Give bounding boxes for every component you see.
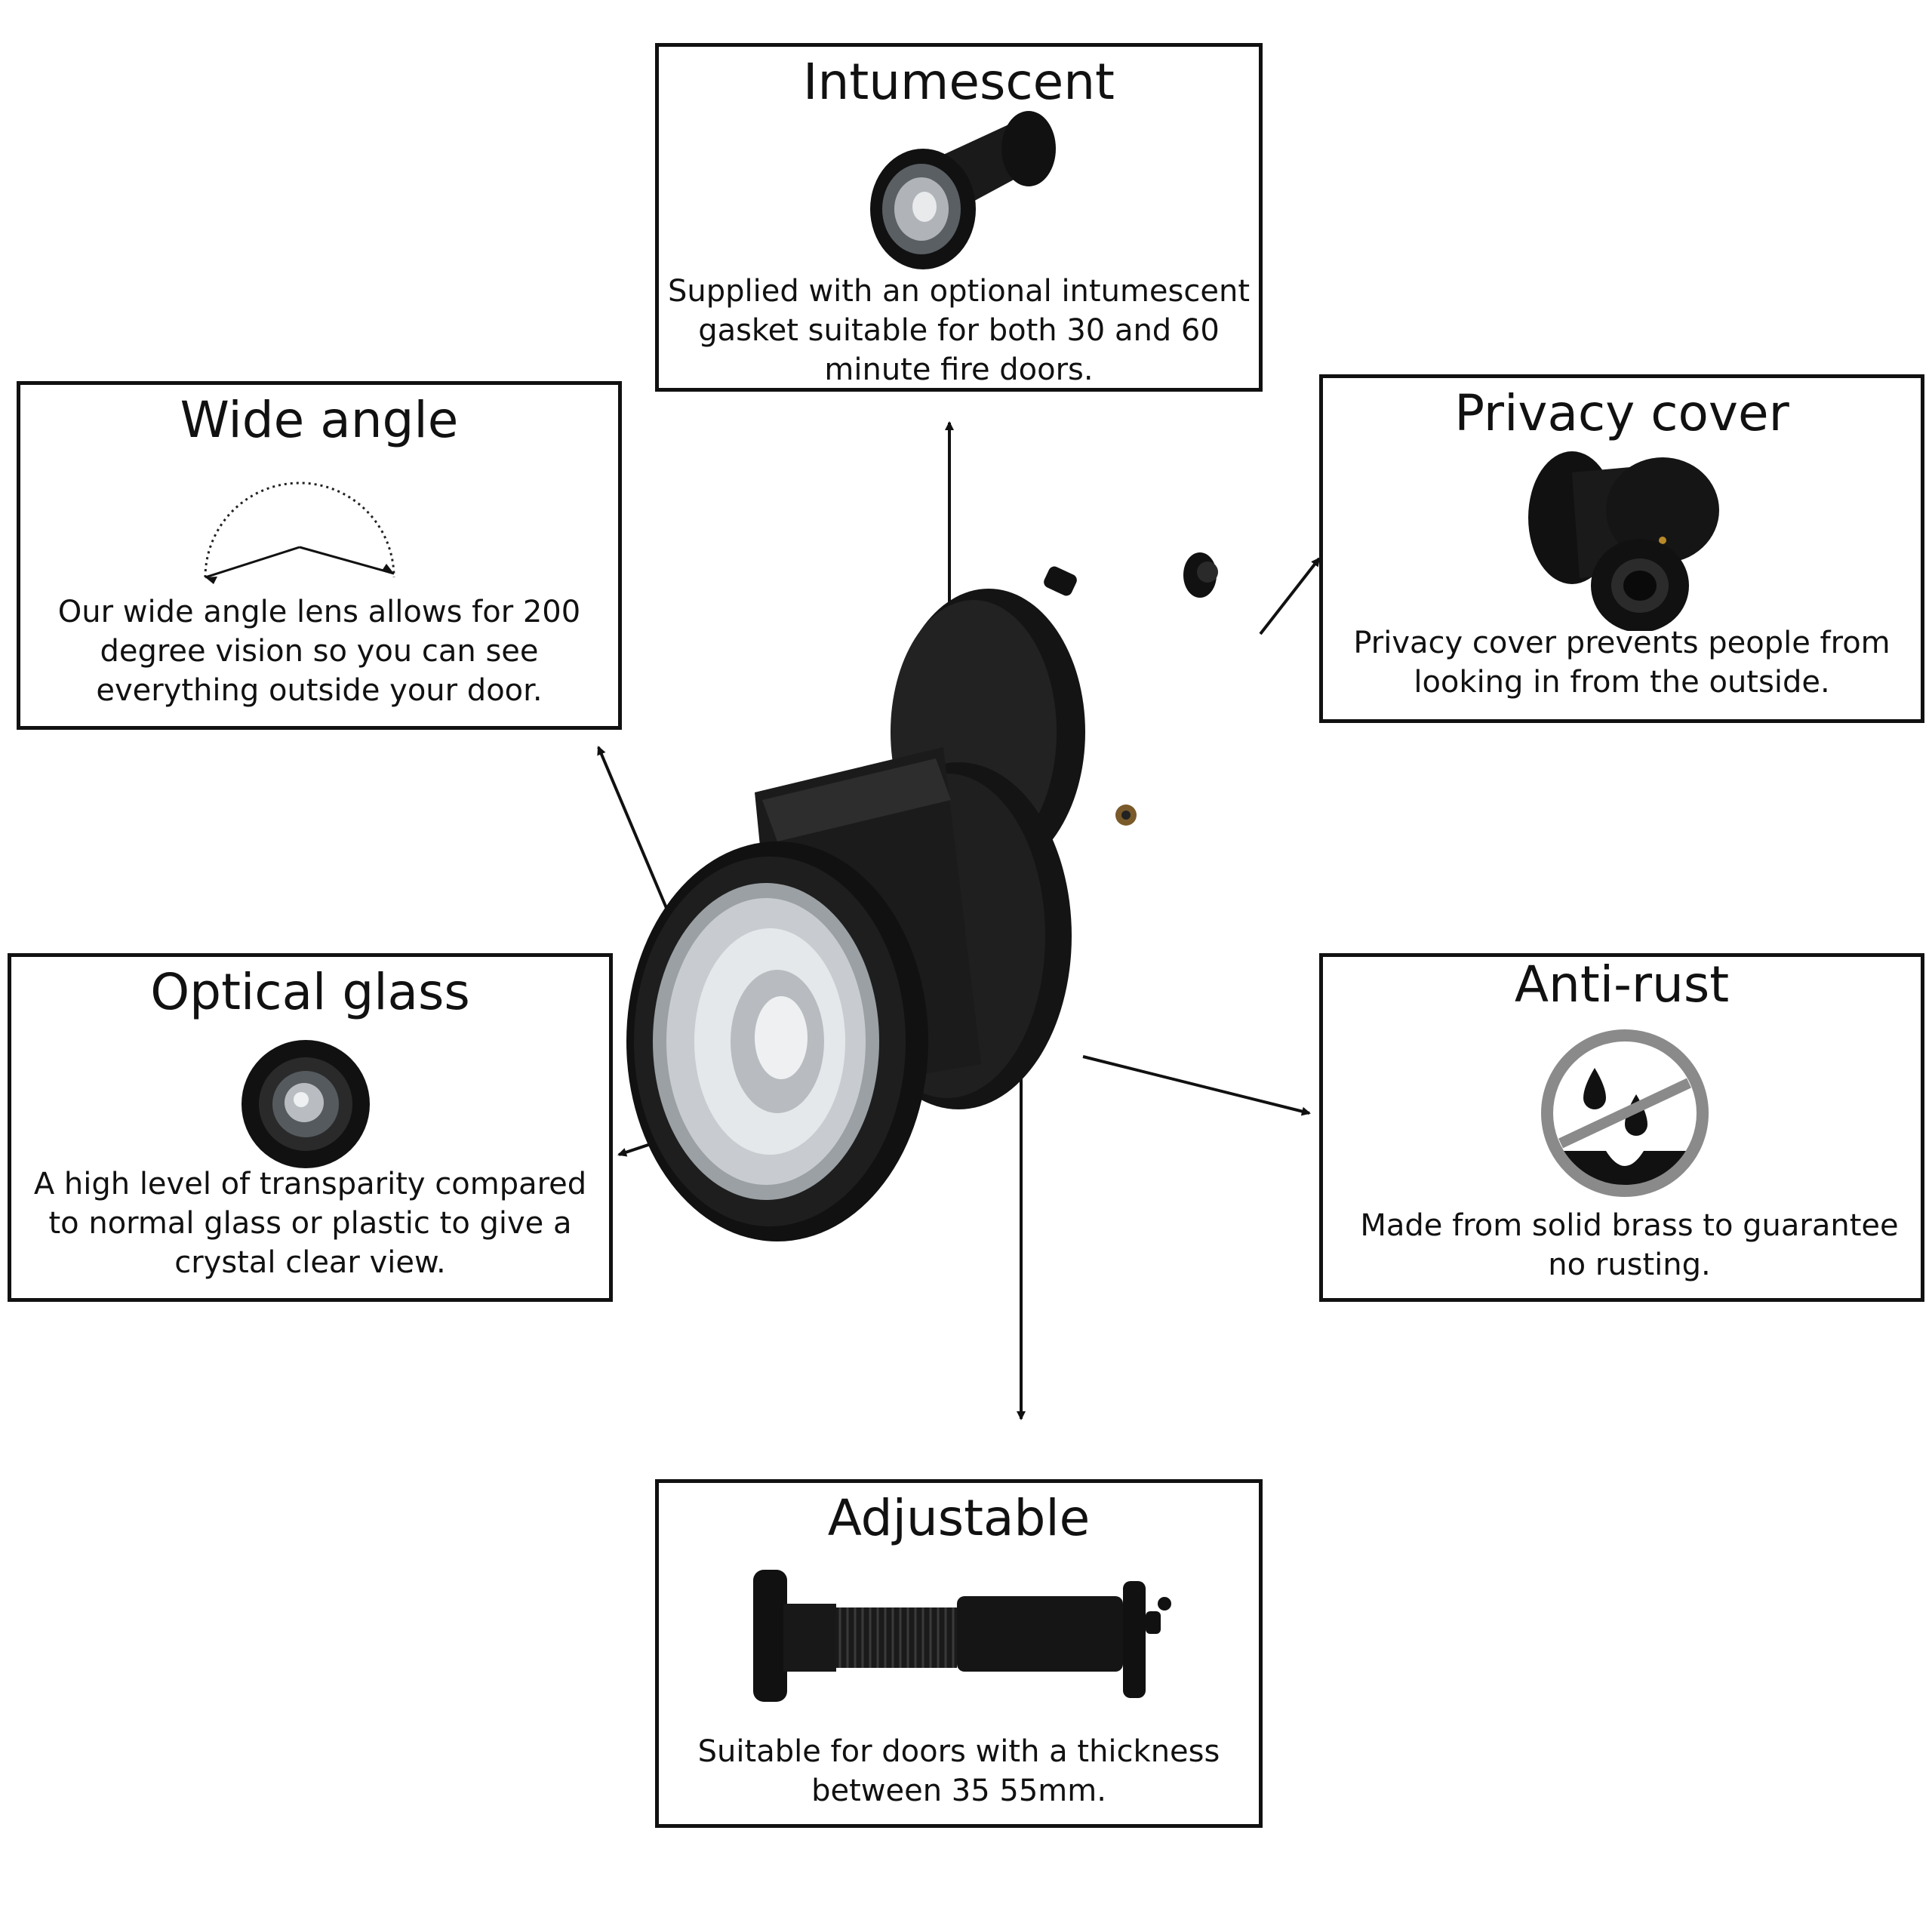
feature-description: Made from solid brass to guarantee no ru… [1360,1208,1899,1282]
angle-arc-icon [204,481,395,584]
feature-box-privacy-cover: Privacy cover Privacy cover prevents peo… [1319,374,1924,723]
feature-description: Our wide angle lens allows for 200 degre… [57,595,581,708]
adjustable-viewer-icon [753,1570,1171,1702]
feature-description: Suitable for doors with a thickness betw… [697,1734,1220,1808]
feature-title: Anti-rust [1514,955,1730,1014]
feature-title: Privacy cover [1454,384,1789,442]
feature-box-optical-glass: Optical glass A high level of transparit… [8,953,613,1302]
no-water-icon [1541,1029,1709,1197]
feature-description: A high level of transparity compared to … [33,1167,587,1280]
feature-box-anti-rust: Anti-rust Made from solid brass to guara… [1319,953,1924,1302]
door-viewer-product [626,552,1218,1241]
feature-description: Supplied with an optional intumescent ga… [668,274,1250,387]
arrow-privacy-cover [1259,557,1321,635]
feature-box-intumescent: Intumescent Supplied with an optional in… [655,43,1263,392]
feature-description: Privacy cover prevents people from looki… [1353,626,1890,700]
feature-box-wide-angle: Wide angle Our wide angle lens allows fo… [17,381,622,730]
feature-title: Adjustable [827,1489,1091,1547]
arrow-anti-rust [1082,1055,1311,1116]
arrow-wide-angle [597,746,672,918]
feature-title: Wide angle [180,391,459,449]
feature-box-adjustable: Adjustable Suitable for doors with a thi… [655,1479,1263,1828]
door-viewer-icon [870,111,1056,269]
lens-icon [242,1040,370,1168]
privacy-cover-icon [1528,451,1719,631]
feature-title: Optical glass [150,963,470,1021]
feature-title: Intumescent [803,53,1115,111]
